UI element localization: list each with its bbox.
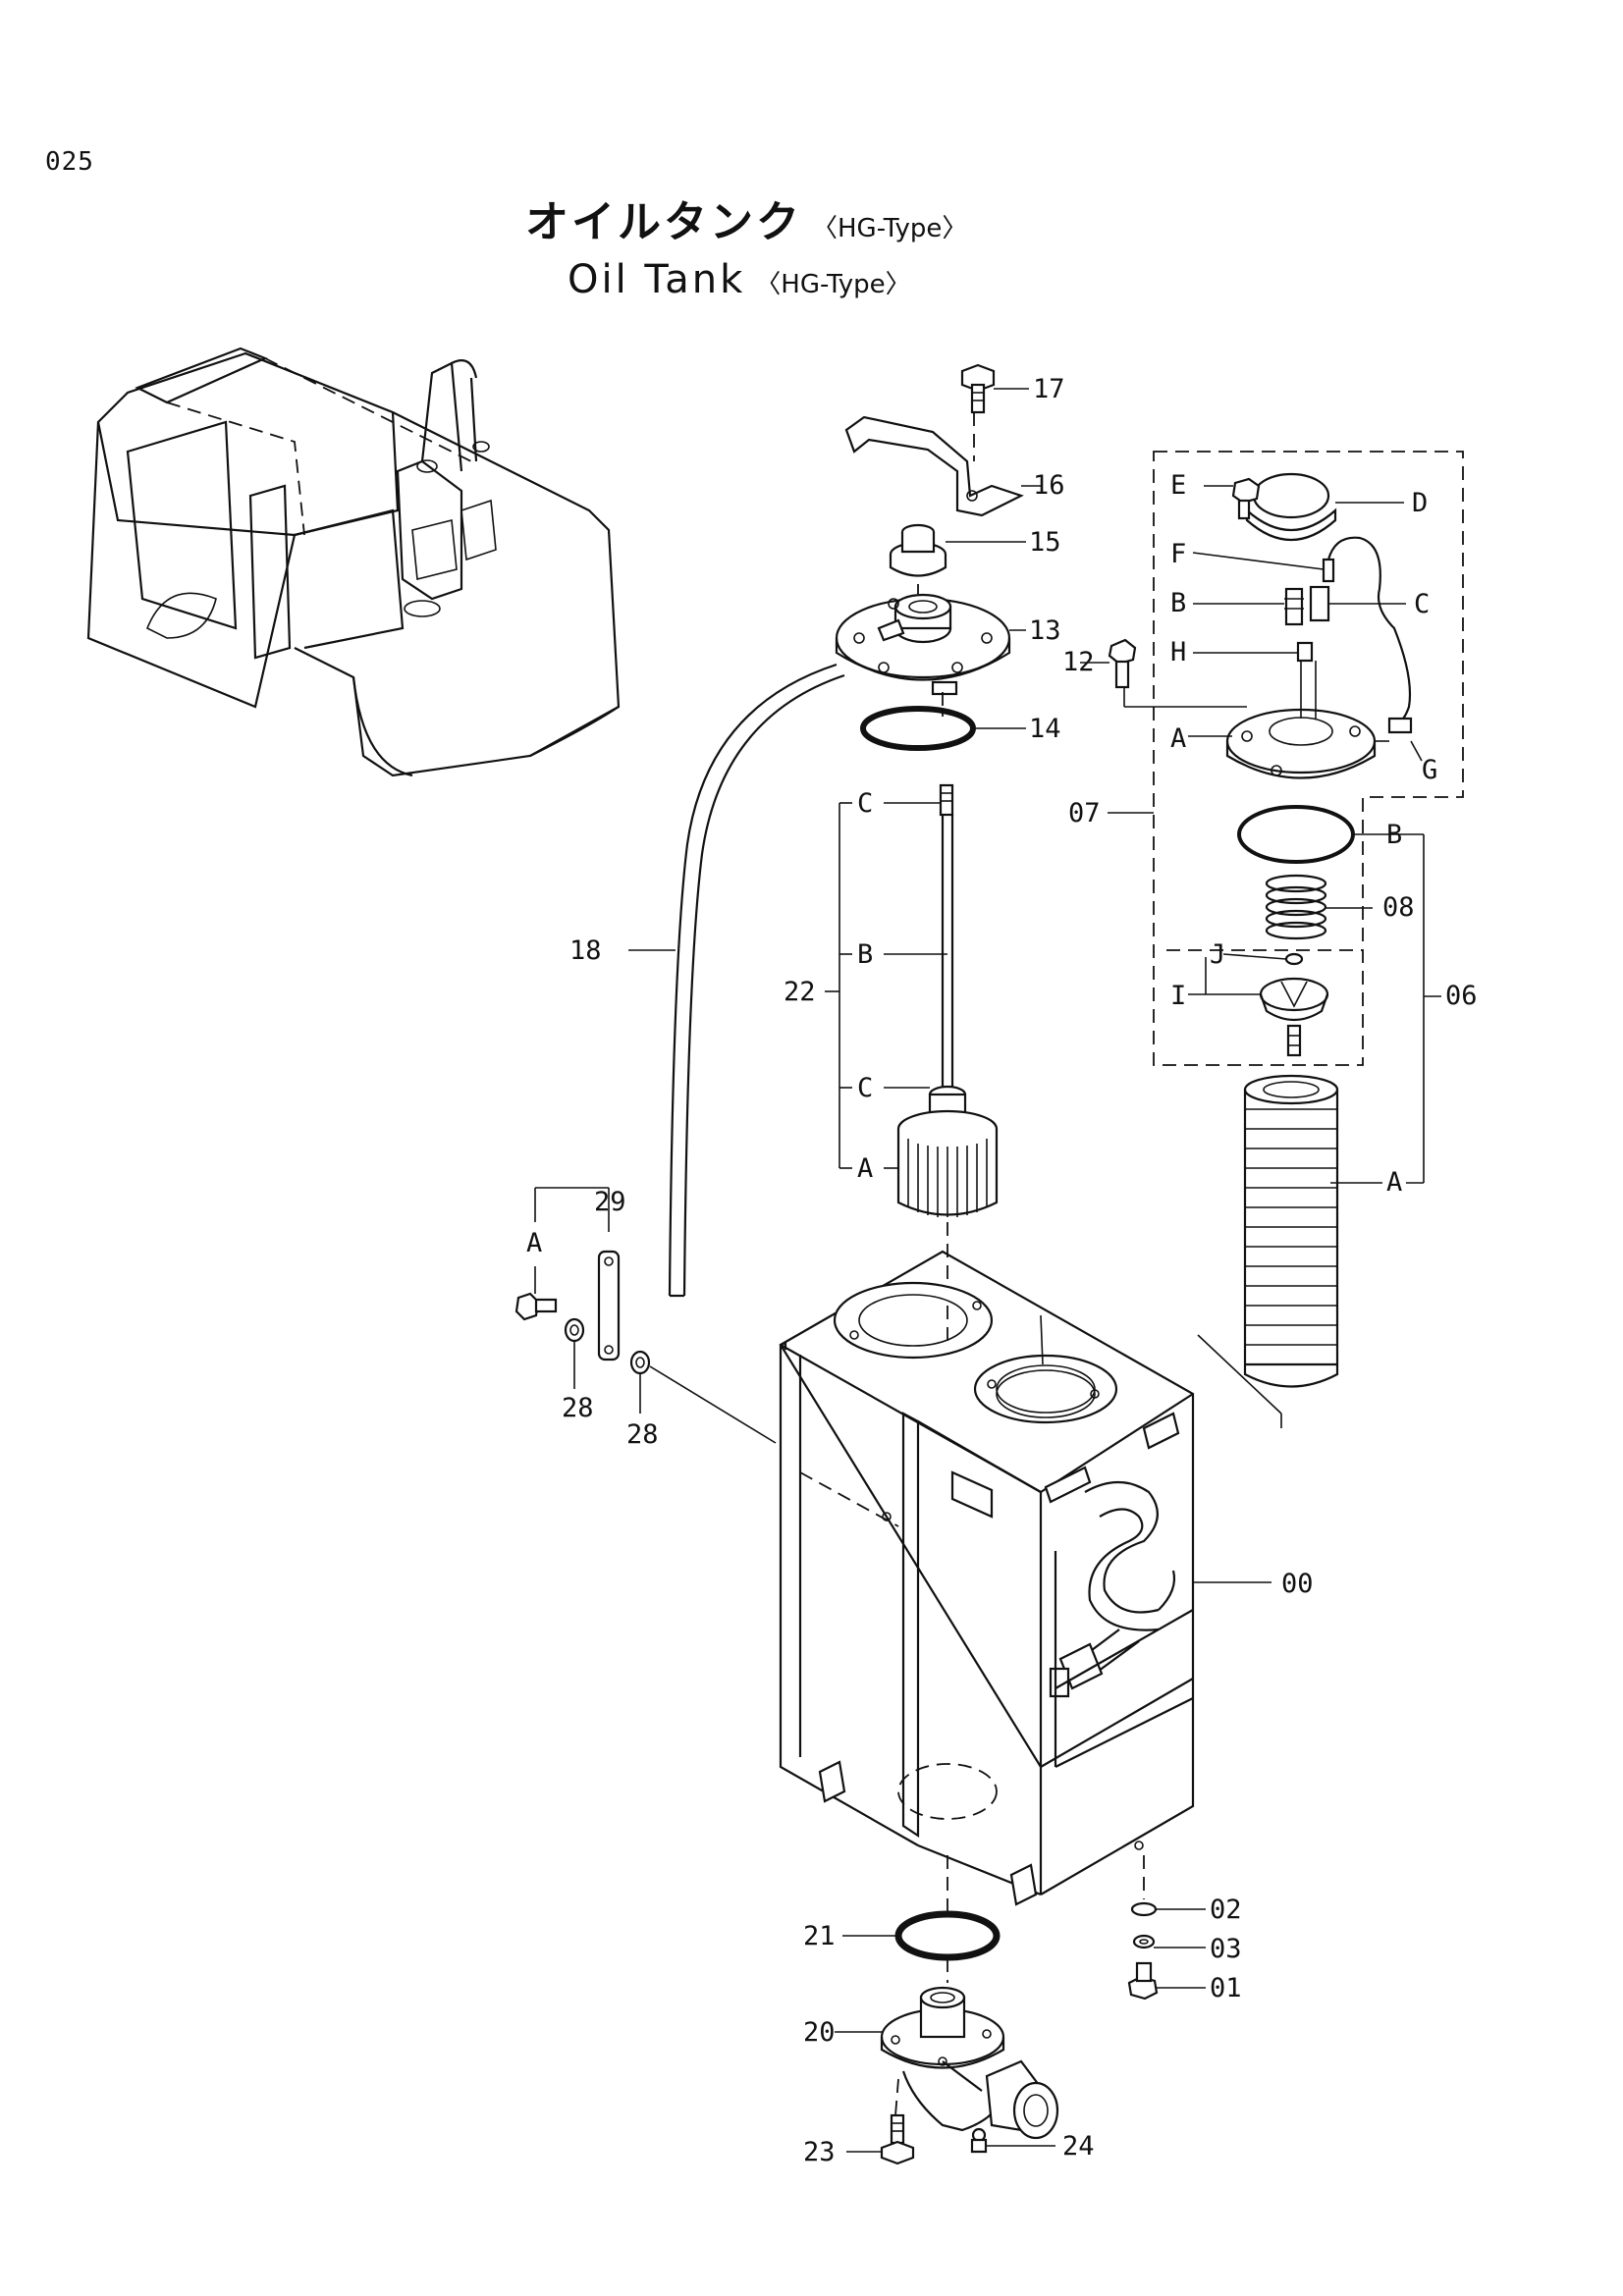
level-gauge-29 (514, 1187, 777, 1444)
excavator-overview-illustration (86, 347, 621, 777)
callout-00: 00 (1281, 1569, 1314, 1599)
callout-20: 20 (803, 2017, 836, 2048)
callout-i: I (1170, 981, 1186, 1011)
callout-08: 08 (1382, 892, 1415, 923)
callout-b-switch: B (1170, 588, 1186, 618)
callout-a-plate: A (1170, 723, 1186, 754)
callout-17: 17 (1033, 374, 1065, 404)
callout-29-sub-a: A (526, 1228, 542, 1258)
title-english: Oil Tank 〈HG-Type〉 (568, 257, 911, 302)
callout-07: 07 (1068, 798, 1101, 828)
callout-f: F (1170, 539, 1186, 569)
callout-28-left: 28 (562, 1393, 594, 1423)
callout-d: D (1412, 488, 1428, 518)
callout-22-sub-c-top: C (857, 788, 873, 819)
callout-a-element: A (1386, 1167, 1402, 1198)
callout-labels: 17 16 15 13 14 18 22 C B C A E D F B C H… (526, 374, 1478, 2167)
callout-01: 01 (1210, 1973, 1242, 2003)
callout-22-sub-b: B (857, 939, 873, 970)
page-number: 025 (45, 147, 94, 177)
title-en-text: Oil Tank (568, 257, 746, 302)
return-filter-element (1197, 1074, 1339, 1428)
callout-02: 02 (1210, 1895, 1242, 1925)
title-jp-variant: 〈HG-Type〉 (812, 214, 968, 243)
breather-cover-assembly (835, 363, 1041, 751)
callout-g: G (1422, 755, 1437, 785)
strainer-assembly-22 (825, 783, 999, 1306)
callout-e: E (1170, 470, 1186, 501)
oil-tank-body-00 (779, 1250, 1271, 1914)
drain-bolt-parts (1127, 1901, 1206, 2001)
callout-22-sub-c-bottom: C (857, 1073, 873, 1103)
callout-j: J (1210, 939, 1225, 970)
callout-18: 18 (569, 935, 602, 966)
callout-21: 21 (803, 1921, 836, 1951)
title-japanese: オイルタンク〈HG-Type〉 (525, 187, 967, 249)
callout-22: 22 (784, 977, 816, 1007)
relief-valve-parts (1188, 805, 1441, 1184)
callout-13: 13 (1029, 615, 1061, 646)
callout-h: H (1170, 637, 1186, 667)
callout-29: 29 (594, 1187, 626, 1217)
title-en-variant: 〈HG-Type〉 (755, 270, 911, 299)
callout-12: 12 (1062, 647, 1095, 677)
title-jp-text: オイルタンク (525, 197, 802, 247)
callout-b-ring: B (1386, 820, 1402, 850)
callout-23: 23 (803, 2137, 836, 2167)
callout-15: 15 (1029, 527, 1061, 558)
callout-06: 06 (1445, 981, 1478, 1011)
callout-28-right: 28 (626, 1419, 659, 1450)
suction-flange-assembly (835, 1910, 1059, 2165)
callout-c-switch: C (1414, 589, 1430, 619)
callout-24: 24 (1062, 2131, 1095, 2162)
valve-assembly-07 (1080, 451, 1464, 1066)
callout-16: 16 (1033, 470, 1065, 501)
callout-03: 03 (1210, 1934, 1242, 1964)
callout-14: 14 (1029, 714, 1061, 744)
hose-18 (628, 663, 845, 1298)
callout-22-sub-a: A (857, 1153, 873, 1184)
